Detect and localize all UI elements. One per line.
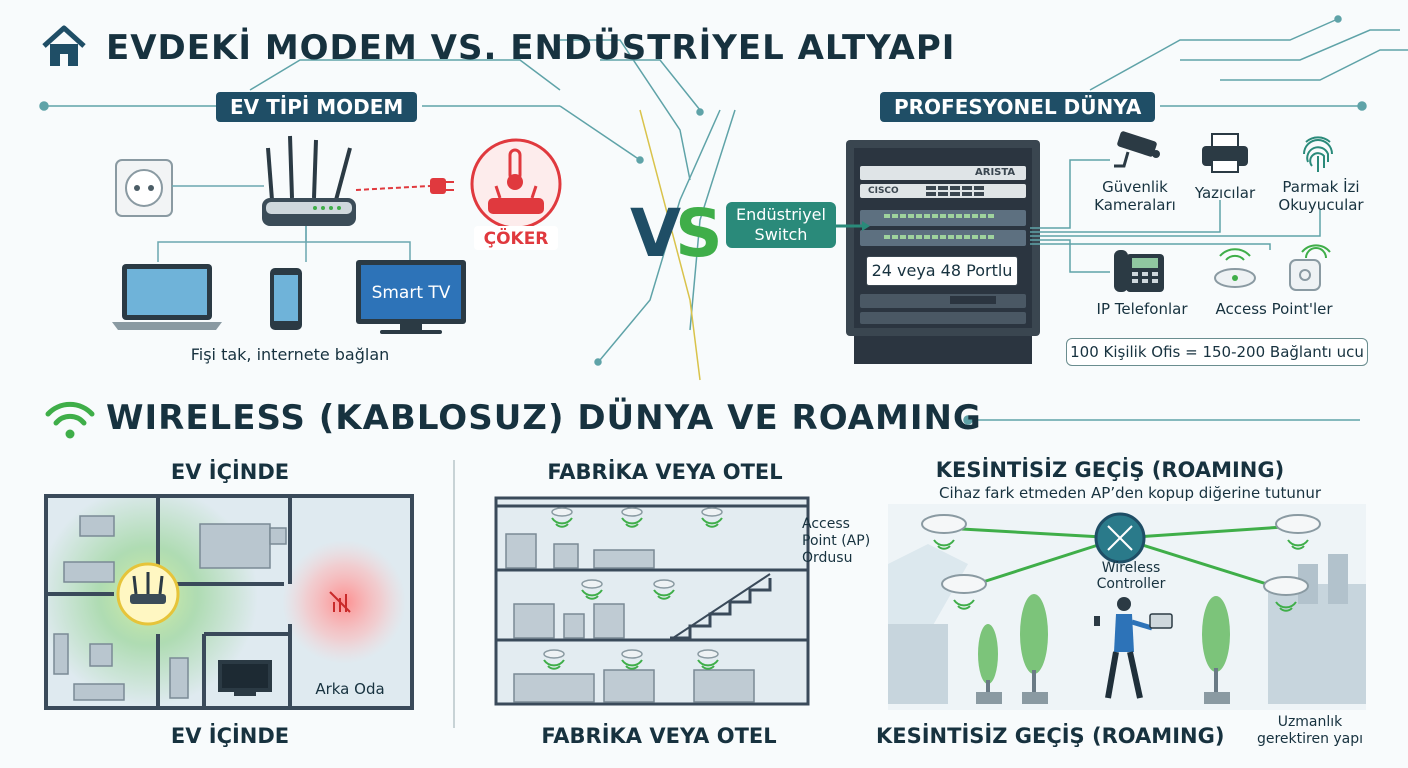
printers-label: Yazıcılar	[1194, 184, 1256, 202]
ip-phones-label: IP Telefonlar	[1096, 300, 1188, 318]
factory-building	[494, 496, 810, 706]
ap-army-label: Access Point (AP) Ordusu	[802, 516, 870, 567]
fingerprint-line1: Parmak İzi	[1282, 178, 1360, 196]
walking-person-icon	[1094, 597, 1173, 699]
security-cameras-line2: Kameraları	[1094, 196, 1176, 214]
switch-label-line1: Endüstriyel	[736, 205, 826, 224]
smart-tv-icon	[356, 260, 466, 334]
fingerprint-readers-label: Parmak İzi Okuyucular	[1266, 178, 1376, 214]
page-title: EVDEKİ MODEM VS. ENDÜSTRİYEL ALTYAPI	[106, 28, 956, 68]
security-camera-icon	[1114, 131, 1160, 168]
home-modem-diagram	[112, 135, 466, 334]
industrial-switch-callout	[726, 202, 836, 248]
office-connections-note: 100 Kişilik Ofis = 150-200 Bağlantı ucu	[1066, 338, 1368, 366]
access-point-icons	[1214, 244, 1331, 291]
fingerprint-line2: Okuyucular	[1278, 196, 1364, 214]
home-router-icon	[130, 572, 166, 604]
ap-army-line2: Point (AP)	[802, 533, 871, 549]
home-panel-footer: EV İÇİNDE	[170, 724, 290, 748]
ap-signal-icons	[543, 517, 723, 670]
router-icon	[262, 135, 356, 226]
fingerprint-icon	[1303, 136, 1333, 172]
vs-badge: VS	[630, 195, 723, 272]
plug-icon	[430, 178, 454, 194]
device-connections	[1030, 159, 1321, 273]
controller-line2: Controller	[1096, 576, 1166, 592]
printer-icon	[1202, 133, 1248, 173]
wireless-section-title: WIRELESS (KABLOSUZ) DÜNYA VE ROAMING	[106, 398, 982, 438]
vs-letter-v: V	[630, 195, 681, 272]
laptop-icon	[112, 264, 222, 330]
roaming-panel-footer: KESİNTİSİZ GEÇİŞ (ROAMING)	[876, 724, 1225, 748]
rack-brand-arista: ARISTA	[975, 167, 1016, 178]
switch-label-line2: Switch	[754, 225, 808, 244]
smartphone-icon	[270, 268, 302, 330]
home-panel-title: EV İÇİNDE	[170, 460, 290, 484]
roaming-scene	[888, 504, 1366, 710]
ap-army-line1: Access	[802, 516, 850, 532]
rack-brand-cisco: CISCO	[868, 186, 899, 196]
no-signal-icon	[329, 591, 351, 613]
factory-panel-footer: FABRİKA VEYA OTEL	[541, 724, 777, 748]
professional-world-label: PROFESYONEL DÜNYA	[880, 92, 1156, 122]
wireless-controller-label: Wireless Controller	[1076, 560, 1186, 592]
ip-phone-icon	[1114, 250, 1164, 292]
back-room-label: Arka Oda	[315, 680, 385, 698]
wifi-icon	[45, 401, 95, 439]
expertise-line2: gerektiren yapı	[1256, 731, 1364, 747]
roaming-subtitle: Cihaz fark etmeden AP’den kopup diğerine…	[938, 484, 1322, 502]
factory-panel-title: FABRİKA VEYA OTEL	[547, 460, 783, 484]
security-cameras-line1: Güvenlik	[1102, 178, 1168, 196]
callout-arrow	[836, 221, 870, 231]
home-modem-label: EV TİPİ MODEM	[216, 92, 418, 122]
industrial-switch-text: Endüstriyel Switch	[726, 205, 836, 245]
controller-line1: Wireless	[1101, 560, 1161, 576]
home-floor-plan	[44, 494, 414, 710]
ap-army-line3: Ordusu	[802, 550, 853, 566]
expertise-note: Uzmanlık gerektiren yapı	[1250, 714, 1370, 748]
wall-socket-icon	[115, 159, 173, 217]
crash-label: ÇÖKER	[483, 229, 549, 249]
home-icon	[42, 25, 86, 66]
home-modem-caption: Fişi tak, internete bağlan	[190, 345, 390, 364]
overheating-router-icon	[470, 138, 562, 250]
roaming-panel-title: KESİNTİSİZ GEÇİŞ (ROAMING)	[935, 458, 1285, 482]
expertise-line1: Uzmanlık	[1277, 714, 1343, 730]
ports-label: 24 veya 48 Portlu	[866, 256, 1018, 286]
smart-tv-label: Smart TV	[371, 283, 451, 303]
access-points-label: Access Point'ler	[1215, 300, 1333, 318]
vs-letter-s: S	[675, 195, 722, 272]
security-cameras-label: Güvenlik Kameraları	[1080, 178, 1190, 214]
server-rack-icon	[846, 140, 1040, 364]
